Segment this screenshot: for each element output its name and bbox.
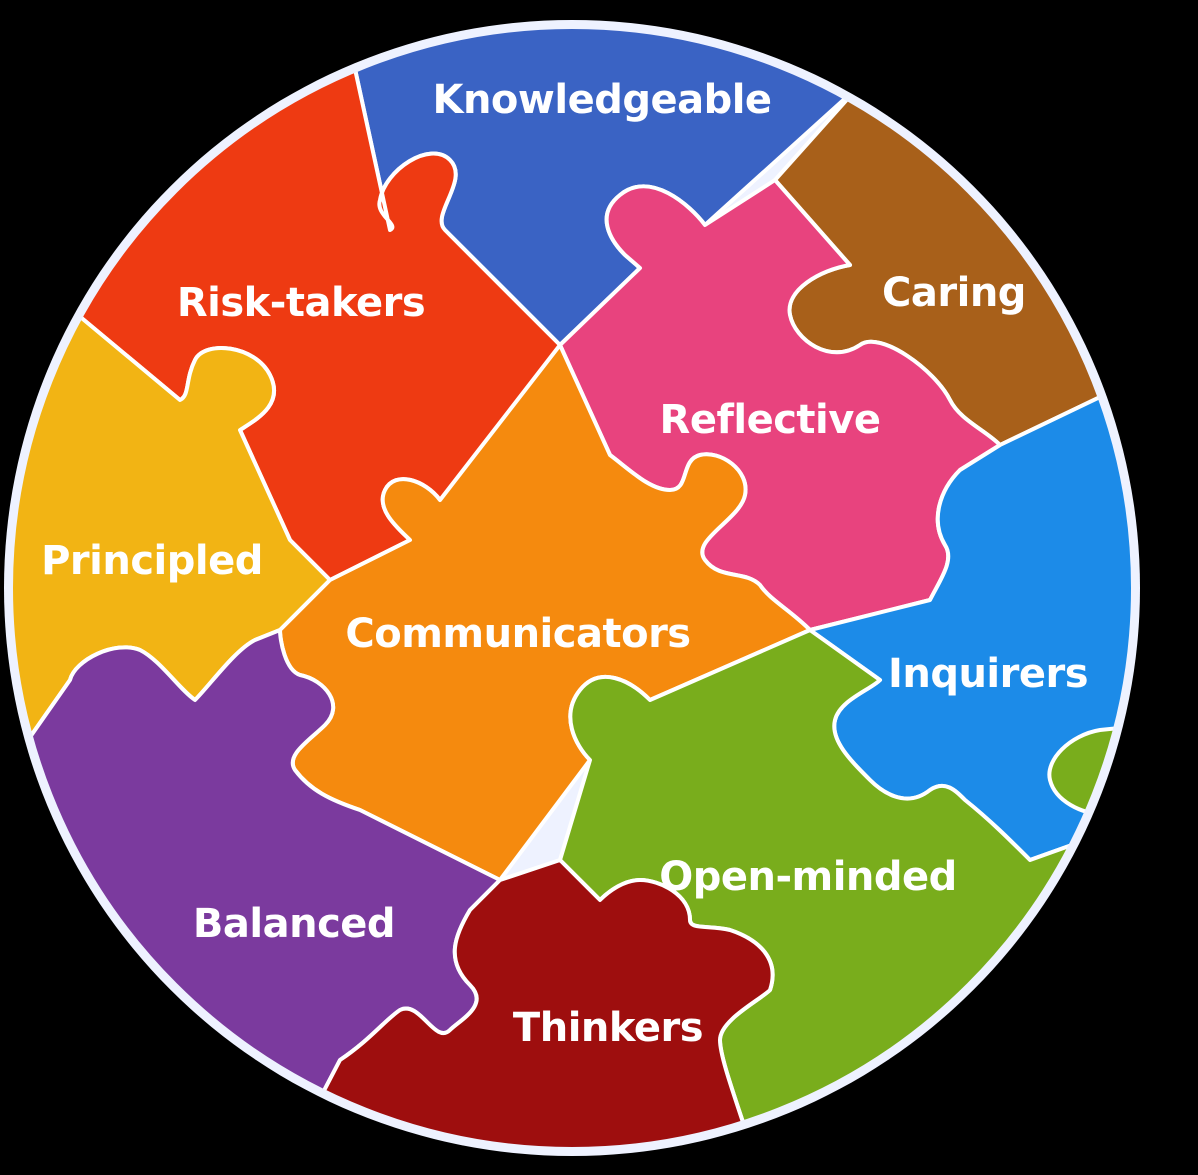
label-principled: Principled <box>41 538 263 584</box>
label-inquirers: Inquirers <box>887 651 1089 697</box>
label-communicators: Communicators <box>345 611 691 657</box>
label-balanced: Balanced <box>192 901 396 947</box>
piece-thinkers <box>278 858 775 1148</box>
circle-rim <box>7 23 1137 1153</box>
label-reflective: Reflective <box>659 397 881 443</box>
label-risk-takers: Risk-takers <box>176 280 426 326</box>
label-thinkers: Thinkers <box>512 1005 704 1051</box>
label-knowledgeable: Knowledgeable <box>432 77 772 123</box>
label-open-minded: Open-minded <box>659 854 957 900</box>
label-caring: Caring <box>882 270 1026 316</box>
